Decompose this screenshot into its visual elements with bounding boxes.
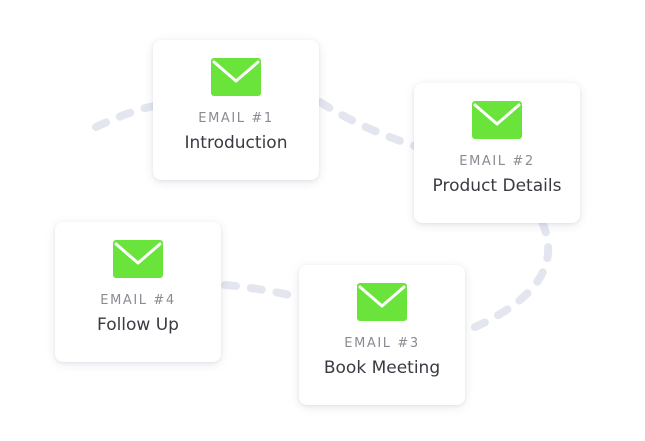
connector-lead-in xyxy=(92,102,158,131)
email-card-4[interactable]: EMAIL #4 Follow Up xyxy=(55,222,221,362)
email-card-2[interactable]: EMAIL #2 Product Details xyxy=(414,83,580,223)
email-number-label: EMAIL #3 xyxy=(344,336,420,351)
envelope-icon xyxy=(357,283,407,321)
envelope-icon xyxy=(211,58,261,96)
connector-email4-to-email3 xyxy=(221,281,304,301)
email-number-label: EMAIL #2 xyxy=(459,154,535,169)
email-title: Product Details xyxy=(432,176,562,196)
connector-email1-to-email2 xyxy=(316,98,419,150)
connector-email2-to-email3 xyxy=(462,218,553,335)
email-title: Follow Up xyxy=(97,315,179,335)
email-title: Introduction xyxy=(184,133,288,153)
email-title: Book Meeting xyxy=(323,358,441,378)
email-card-3[interactable]: EMAIL #3 Book Meeting xyxy=(299,265,465,405)
email-card-1[interactable]: EMAIL #1 Introduction xyxy=(153,40,319,180)
email-number-label: EMAIL #1 xyxy=(198,111,274,126)
email-number-label: EMAIL #4 xyxy=(100,293,176,308)
envelope-icon xyxy=(472,101,522,139)
envelope-icon xyxy=(113,240,163,278)
